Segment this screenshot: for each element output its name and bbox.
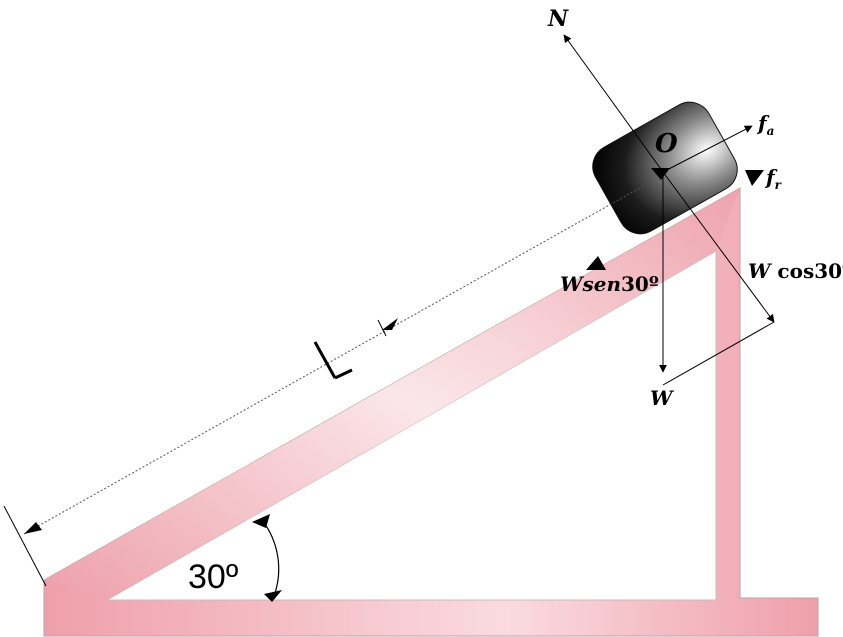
weight-label: W bbox=[650, 386, 675, 410]
length-tick-bottom bbox=[3, 505, 47, 587]
angle-label: 30º bbox=[188, 558, 238, 596]
center-point-arrow bbox=[651, 168, 670, 180]
svg-text:L: L bbox=[0, 0, 1, 1]
wcos-label: W cos30º bbox=[748, 259, 843, 283]
angle-arc bbox=[261, 519, 280, 597]
wcos-connector bbox=[662, 321, 775, 386]
fr-label: fr bbox=[764, 165, 783, 192]
angle-arc-arrow-bottom bbox=[264, 590, 282, 602]
ramp-highlight bbox=[44, 188, 740, 600]
length-tick-top bbox=[377, 319, 387, 337]
angle-arc-arrow-top bbox=[252, 514, 270, 528]
wsen-label: Wsen30º bbox=[560, 272, 659, 296]
length-arrow-top bbox=[382, 318, 398, 330]
fa-label: fa bbox=[756, 111, 774, 138]
length-arrow-bottom bbox=[24, 522, 42, 534]
wcos-line bbox=[662, 171, 775, 323]
normal-force-label: N bbox=[547, 6, 569, 32]
fr-arrow bbox=[745, 170, 764, 186]
ramp-frame bbox=[43, 187, 819, 637]
length-label: L bbox=[0, 0, 353, 380]
center-label: O bbox=[655, 129, 678, 159]
fa-arrow-line bbox=[662, 125, 753, 173]
normal-force-arrow bbox=[563, 34, 664, 173]
length-dimension-dashed bbox=[23, 184, 646, 535]
wsen-arrow bbox=[586, 256, 606, 270]
